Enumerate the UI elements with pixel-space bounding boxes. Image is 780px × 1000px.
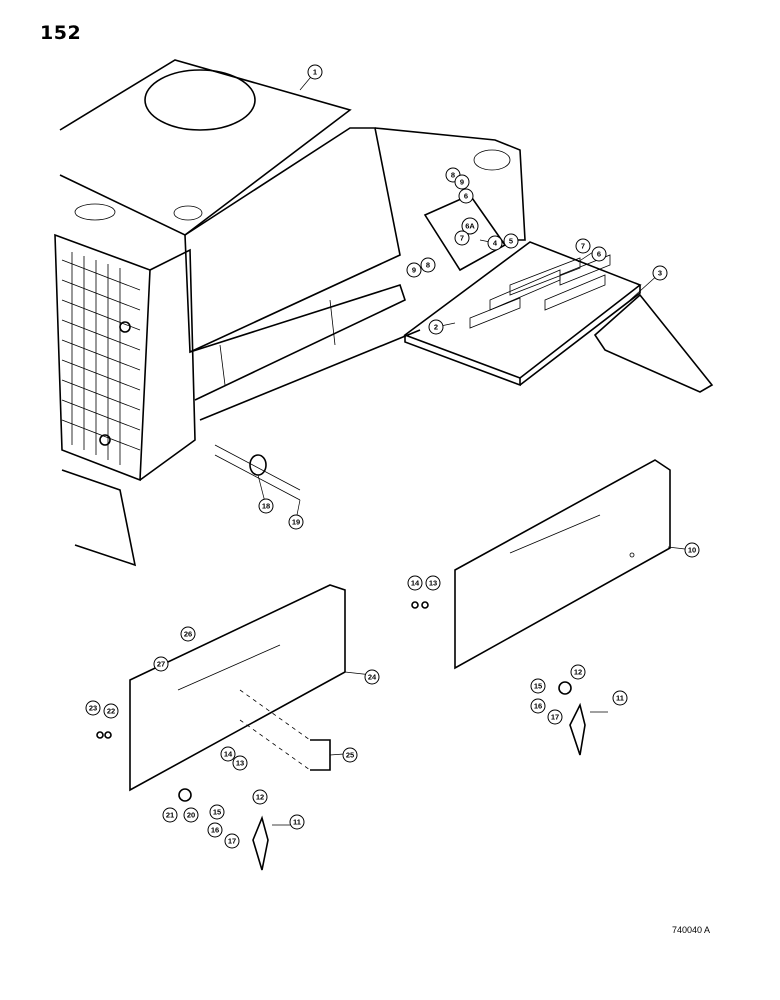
callout-21: 21 (162, 807, 178, 823)
svg-text:14: 14 (224, 750, 233, 759)
svg-text:6A: 6A (465, 222, 475, 231)
svg-text:11: 11 (293, 818, 301, 827)
svg-text:19: 19 (292, 518, 300, 527)
callout-17: 17 (547, 709, 563, 725)
svg-text:15: 15 (213, 808, 221, 817)
callout-1: 1 (307, 64, 323, 80)
svg-text:9: 9 (460, 178, 464, 187)
svg-text:11: 11 (616, 694, 624, 703)
callout-13: 13 (232, 755, 248, 771)
latch-right (558, 681, 608, 756)
callout-7: 7 (454, 230, 470, 246)
callout-2: 2 (428, 319, 444, 335)
callout-6: 6 (591, 246, 607, 262)
callout-22: 22 (103, 703, 119, 719)
callout-16: 16 (530, 698, 546, 714)
callout-9: 9 (454, 174, 470, 190)
svg-text:27: 27 (157, 660, 165, 669)
svg-text:9: 9 (412, 266, 416, 275)
svg-text:17: 17 (228, 837, 236, 846)
svg-text:8: 8 (451, 171, 455, 180)
svg-text:16: 16 (211, 826, 219, 835)
callout-15: 15 (209, 804, 225, 820)
callout-8: 8 (420, 257, 436, 273)
callout-11: 11 (612, 690, 628, 706)
svg-text:7: 7 (460, 234, 464, 243)
callout-4: 4 (487, 235, 503, 251)
callout-19: 19 (288, 514, 304, 530)
callout-24: 24 (364, 669, 380, 685)
callout-12: 12 (252, 789, 268, 805)
callout-5: 5 (503, 233, 519, 249)
callout-3: 3 (652, 265, 668, 281)
svg-text:24: 24 (368, 673, 377, 682)
callout-18: 18 (258, 498, 274, 514)
svg-text:2: 2 (434, 323, 438, 332)
latch-left (178, 788, 290, 871)
svg-text:13: 13 (236, 759, 244, 768)
callout-25: 25 (342, 747, 358, 763)
callout-10: 10 (684, 542, 700, 558)
svg-text:12: 12 (256, 793, 264, 802)
figure-id: 740040 A (672, 925, 711, 935)
svg-text:6: 6 (597, 250, 601, 259)
callout-20: 20 (183, 807, 199, 823)
callout-13: 13 (425, 575, 441, 591)
hood-assembly (54, 59, 526, 567)
svg-text:17: 17 (551, 713, 559, 722)
leader-lines (257, 71, 686, 756)
callout-26: 26 (180, 626, 196, 642)
svg-text:26: 26 (184, 630, 192, 639)
svg-text:25: 25 (346, 751, 354, 760)
svg-text:16: 16 (534, 702, 542, 711)
bolts (214, 444, 301, 501)
callout-11: 11 (289, 814, 305, 830)
svg-text:20: 20 (187, 811, 195, 820)
svg-text:3: 3 (658, 269, 662, 278)
svg-text:5: 5 (509, 237, 513, 246)
svg-text:15: 15 (534, 682, 542, 691)
svg-text:1: 1 (313, 68, 317, 77)
svg-text:10: 10 (688, 546, 696, 555)
svg-text:4: 4 (493, 239, 498, 248)
svg-text:18: 18 (262, 502, 270, 511)
callout-14: 14 (407, 575, 423, 591)
svg-text:6: 6 (464, 192, 468, 201)
tread-strips (469, 254, 611, 329)
callout-9: 9 (406, 262, 422, 278)
svg-text:22: 22 (107, 707, 115, 716)
svg-text:8: 8 (426, 261, 430, 270)
svg-text:13: 13 (429, 579, 437, 588)
svg-text:21: 21 (166, 811, 174, 820)
callout-27: 27 (153, 656, 169, 672)
callout-16: 16 (207, 822, 223, 838)
callout-6: 6 (458, 188, 474, 204)
right-side-panel (454, 459, 671, 670)
page-number: 152 (40, 22, 82, 44)
svg-text:23: 23 (89, 704, 97, 713)
callout-15: 15 (530, 678, 546, 694)
svg-text:14: 14 (411, 579, 420, 588)
grille (61, 252, 141, 465)
callout-17: 17 (224, 833, 240, 849)
callout-14: 14 (220, 746, 236, 762)
step-plate (403, 241, 714, 393)
callout-23: 23 (85, 700, 101, 716)
svg-text:7: 7 (581, 242, 585, 251)
callout-12: 12 (570, 664, 586, 680)
callout-7: 7 (575, 238, 591, 254)
svg-text:12: 12 (574, 668, 582, 677)
callout-6a: 6A (461, 217, 479, 235)
